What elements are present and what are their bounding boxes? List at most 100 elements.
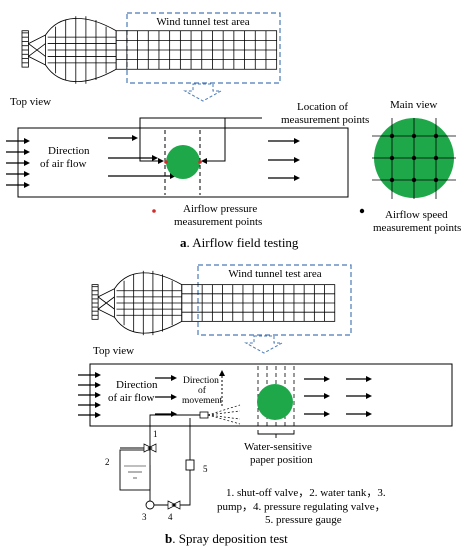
cone-edge (28, 43, 46, 57)
pressure-point-left (164, 160, 168, 164)
water-tank (119, 449, 151, 491)
cone-edge (97, 296, 115, 310)
paper-label-line2: paper position (250, 454, 313, 466)
flow-arrow-b-8-head (366, 411, 372, 417)
label-n4: 4 (168, 512, 173, 522)
caption-a-text: . Airflow field testing (187, 235, 299, 250)
inlet-arrow-a-1-head (24, 149, 30, 155)
speed-legend-dot (359, 208, 365, 214)
pressure-regulating-valve (167, 500, 181, 510)
wind-tunnel-label-a: Wind tunnel test area (156, 16, 249, 28)
part-b: Wind tunnel test area Top view Direction… (78, 264, 453, 546)
speed-point-7 (411, 177, 417, 183)
inlet-arrow-b-0-head (95, 372, 101, 378)
cone-edge (28, 56, 46, 66)
top-view-label-a: Top view (10, 96, 51, 108)
speed-point-3 (389, 155, 395, 161)
flow-arrow-a-3-head (294, 138, 300, 144)
flow-arrow-a-1-head (152, 155, 158, 161)
movement-label-line2: of (198, 385, 207, 396)
speed-point-5 (433, 155, 439, 161)
green-target-b (257, 384, 293, 420)
inlet-arrow-b-3-head (95, 402, 101, 408)
main-view-label: Main view (390, 99, 437, 111)
caption-b: b. Spray deposition test (165, 531, 288, 546)
inlet-arrow-b-1-head (95, 382, 101, 388)
pressure-gauge (185, 459, 195, 471)
inlet-arrow-b-4-head (95, 412, 101, 418)
speed-label-line1: Airflow speed (385, 209, 448, 221)
spray-line-3 (207, 414, 241, 420)
inlet-arrows-a (6, 138, 30, 188)
movement-label-line3: movement (182, 396, 222, 406)
inlet-arrow-a-3-head (24, 171, 30, 177)
nozzle (199, 411, 209, 419)
flow-arrow-b-3-head (324, 376, 330, 382)
test-area-box-b (197, 264, 352, 336)
pressure-legend-dot (152, 209, 156, 213)
paper-label-line1: Water-sensitive (244, 441, 312, 453)
location-label-line1: Location of (297, 101, 348, 113)
flow-arrow-b-4-head (324, 393, 330, 399)
pointer-arrowhead-right (201, 158, 207, 164)
inlet-arrow-b-2-head (95, 392, 101, 398)
caption-b-letter: b (165, 531, 172, 546)
legend-line3: 5. pressure gauge (265, 514, 342, 526)
direction-label-a-line1: Direction (48, 145, 90, 157)
pointer-line-right (207, 118, 226, 162)
flow-arrow-a-0-head (132, 135, 138, 141)
pressure-label-line2: measurement points (174, 216, 262, 228)
flow-arrow-b-5-head (324, 411, 330, 417)
top-view-label-b: Top view (93, 345, 134, 357)
flow-arrow-b-0-head (171, 375, 177, 381)
movement-label-line1: Direction (183, 376, 219, 386)
inlet-arrow-a-4-head (24, 182, 30, 188)
fan-housing (91, 284, 99, 320)
label-n5: 5 (203, 464, 208, 474)
label-n2: 2 (105, 457, 110, 467)
paper-brace (257, 430, 295, 438)
speed-label-line2: measurement points (373, 222, 461, 234)
direction-label-b-line2: of air flow (108, 392, 154, 404)
speed-point-1 (411, 133, 417, 139)
legend-line1: 1. shut-off valve，2. water tank，3. (226, 487, 386, 499)
direction-label-b-line1: Direction (116, 379, 158, 391)
down-arrow-a (183, 83, 223, 102)
legend-line2: pump，4. pressure regulating valve， (217, 501, 386, 513)
fan-housing (21, 30, 29, 68)
part-a: Wind tunnel test area Top view Main view… (6, 12, 461, 250)
speed-point-8 (433, 177, 439, 183)
inlet-arrow-a-0-head (24, 138, 30, 144)
spray-line-2 (207, 410, 241, 416)
pipe-return (149, 465, 191, 506)
flow-arrow-b-6-head (366, 376, 372, 382)
pointer-arrowhead-left (158, 158, 164, 164)
inlet-arrows-b (78, 372, 101, 418)
label-n3: 3 (142, 512, 147, 522)
down-arrow-b (244, 335, 284, 354)
pointer-line-left (139, 117, 262, 162)
speed-point-2 (433, 133, 439, 139)
location-label-line2: measurement points (281, 114, 369, 126)
speed-point-0 (389, 133, 395, 139)
pressure-point-right (198, 160, 202, 164)
pipe-main (120, 414, 200, 449)
speed-point-4 (411, 155, 417, 161)
movement-arrowhead (219, 370, 225, 376)
wind-tunnel-schematic-b (91, 270, 336, 336)
flow-arrow-b-1-head (171, 394, 177, 400)
cone-edge (97, 308, 115, 318)
flow-arrow-a-4-head (294, 157, 300, 163)
cone-edge (28, 34, 46, 44)
flow-arrow-b-2-head (171, 411, 177, 417)
caption-a: a. Airflow field testing (180, 235, 299, 250)
flow-arrows-b (155, 375, 372, 417)
cone-edge (97, 288, 115, 298)
green-target-a (166, 145, 200, 179)
pressure-label-line1: Airflow pressure (183, 203, 257, 215)
shut-off-valve (143, 443, 157, 453)
wind-tunnel-schematic-a (21, 16, 278, 84)
caption-b-text: . Spray deposition test (172, 531, 288, 546)
